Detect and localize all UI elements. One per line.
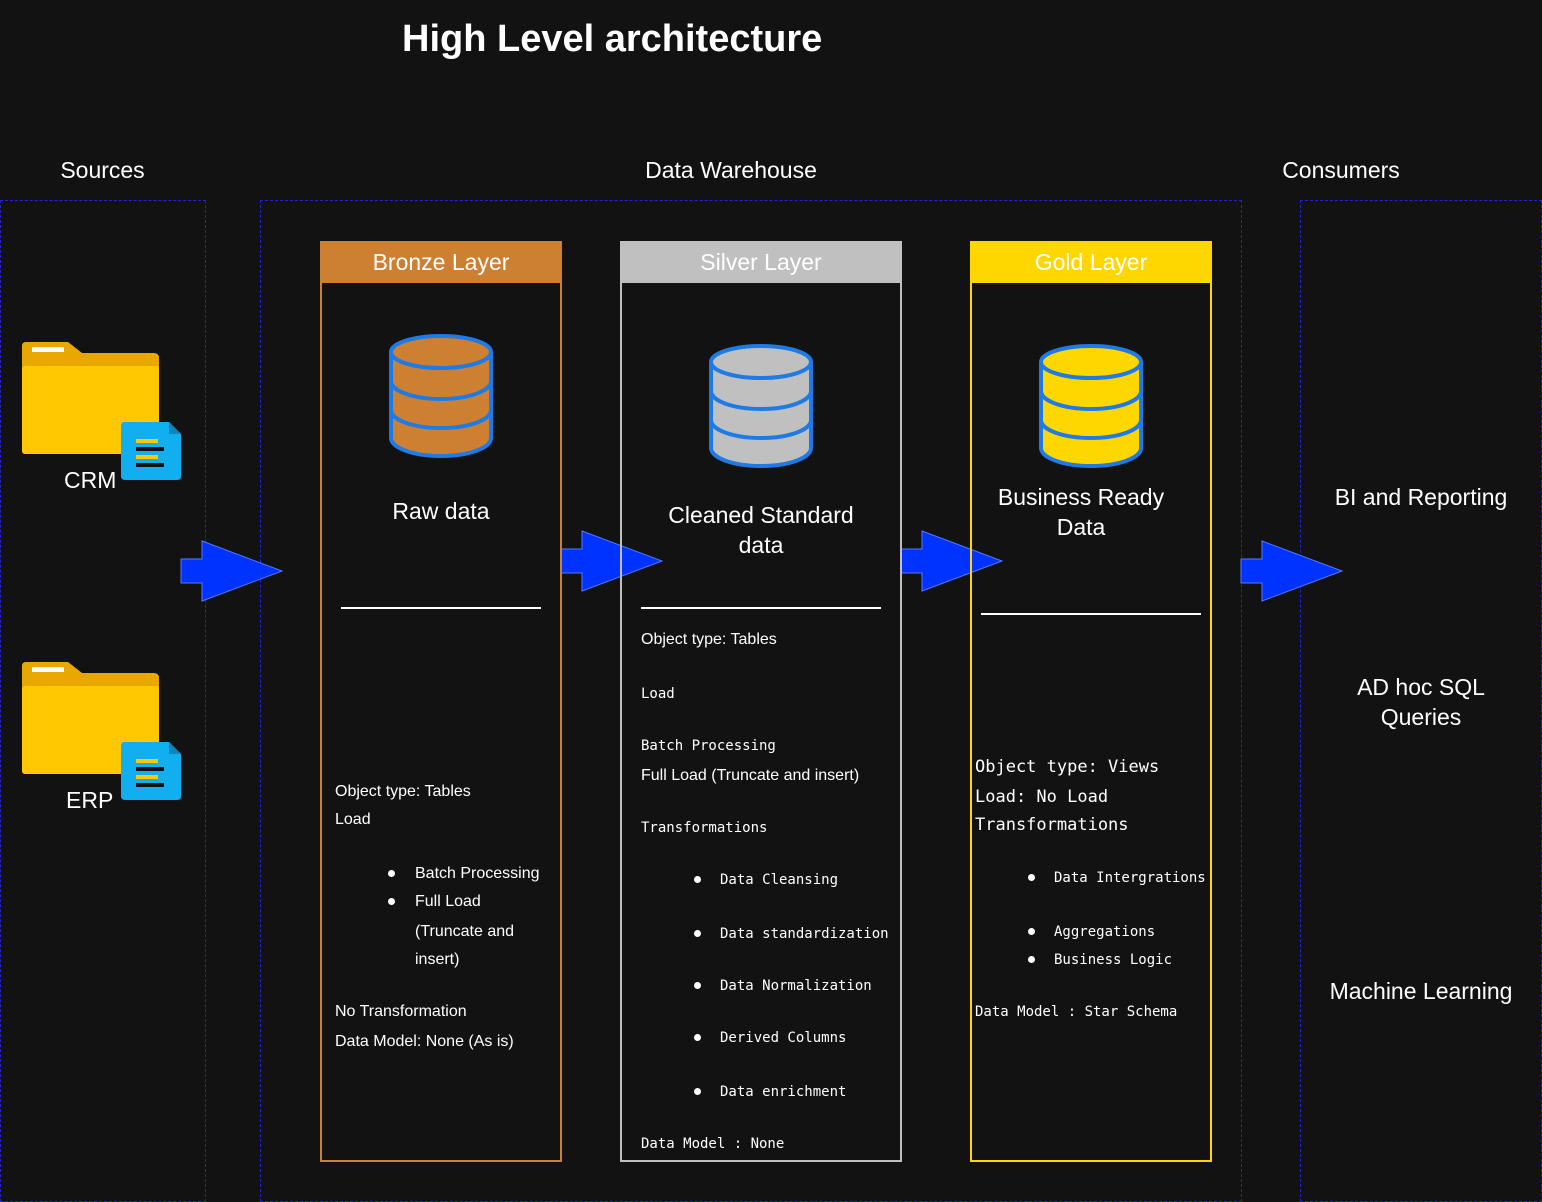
bullet-dot: [694, 876, 701, 883]
arrow-icon: [560, 530, 664, 592]
bullet-dot: [1028, 874, 1035, 881]
silver-bullet-text: Data Normalization: [720, 978, 872, 994]
gold-caption-line: Data: [1056, 514, 1106, 540]
erp-folder-icon: [22, 662, 181, 800]
bullet-dot: [694, 982, 701, 989]
consumers-section-label: Consumers: [1282, 157, 1400, 183]
bronze-layer-box: Bronze Layer: [320, 241, 562, 1162]
silver-load: Load: [641, 686, 675, 702]
crm-label: CRM: [64, 467, 117, 493]
silver-object-type: Object type: Tables: [641, 631, 777, 648]
gold-bullet-text: Data Intergrations: [1054, 870, 1206, 886]
sources-section-label: Sources: [60, 157, 145, 183]
consumer-adhoc-line: Queries: [1380, 704, 1462, 730]
crm-folder-icon: [22, 342, 181, 480]
database-icon: [1039, 344, 1143, 468]
silver-caption-line: Cleaned Standard: [668, 502, 854, 528]
silver-batch: Batch Processing: [641, 738, 776, 754]
silver-transformations: Transformations: [641, 820, 768, 836]
silver-bullet-text: Data Cleansing: [720, 872, 839, 888]
gold-divider: [981, 613, 1201, 615]
gold-load: Load: No Load: [975, 787, 1109, 807]
bullet-dot: [694, 1088, 701, 1095]
consumer-machine-learning: Machine Learning: [1329, 978, 1513, 1004]
gold-data-model: Data Model : Star Schema: [975, 1004, 1178, 1020]
bullet-dot: [1028, 928, 1035, 935]
silver-caption: Cleaned Standard data: [620, 500, 902, 560]
silver-layer-box: Silver Layer: [620, 241, 902, 1162]
database-icon: [389, 334, 493, 458]
arrow-icon: [900, 530, 1004, 592]
bronze-object-type: Object type: Tables: [335, 783, 471, 800]
gold-layer-header: Gold Layer: [970, 241, 1212, 283]
gold-bullet-text: Aggregations: [1054, 924, 1156, 940]
silver-caption-line: data: [738, 532, 784, 558]
arrow-icon: [180, 540, 284, 602]
consumer-bi-reporting: BI and Reporting: [1334, 484, 1508, 510]
consumer-adhoc-line: AD hoc SQL: [1357, 674, 1485, 700]
erp-label: ERP: [66, 787, 114, 813]
bronze-bullet-text: insert): [415, 951, 460, 968]
bronze-bullet-text: (Truncate and: [415, 923, 515, 940]
silver-layer-header: Silver Layer: [620, 241, 902, 283]
bronze-bullet-text: Batch Processing: [415, 865, 540, 882]
bullet-dot: [388, 898, 395, 905]
bronze-divider: [341, 607, 541, 609]
silver-data-model: Data Model : None: [641, 1136, 785, 1152]
bullet-dot: [388, 870, 395, 877]
gold-caption-line: Business Ready: [997, 484, 1165, 510]
bronze-layer-header: Bronze Layer: [320, 241, 562, 283]
gold-object-type: Object type: Views: [975, 757, 1160, 777]
bronze-caption: Raw data: [392, 498, 490, 524]
page-title: High Level architecture: [402, 18, 823, 60]
bullet-dot: [694, 930, 701, 937]
silver-bullet-text: Derived Columns: [720, 1030, 847, 1046]
warehouse-section-label: Data Warehouse: [645, 157, 817, 183]
bronze-load: Load: [335, 811, 371, 828]
bronze-data-model: Data Model: None (As is): [335, 1033, 514, 1050]
bronze-transformation: No Transformation: [335, 1003, 467, 1020]
silver-full-load: Full Load (Truncate and insert): [641, 767, 860, 784]
silver-bullet-text: Data enrichment: [720, 1084, 847, 1100]
silver-divider: [641, 607, 881, 609]
database-icon: [709, 344, 813, 468]
gold-bullet-text: Business Logic: [1054, 952, 1173, 968]
bullet-dot: [694, 1034, 701, 1041]
gold-transformations: Transformations: [975, 815, 1129, 835]
bullet-dot: [1028, 956, 1035, 963]
consumer-adhoc-sql: AD hoc SQL Queries: [1300, 672, 1542, 732]
gold-layer-box: Gold Layer: [970, 241, 1212, 1162]
bronze-bullet-text: Full Load: [415, 893, 481, 910]
arrow-icon: [1240, 540, 1344, 602]
gold-caption: Business Ready Data: [960, 482, 1202, 542]
silver-bullet-text: Data standardization: [720, 926, 889, 942]
